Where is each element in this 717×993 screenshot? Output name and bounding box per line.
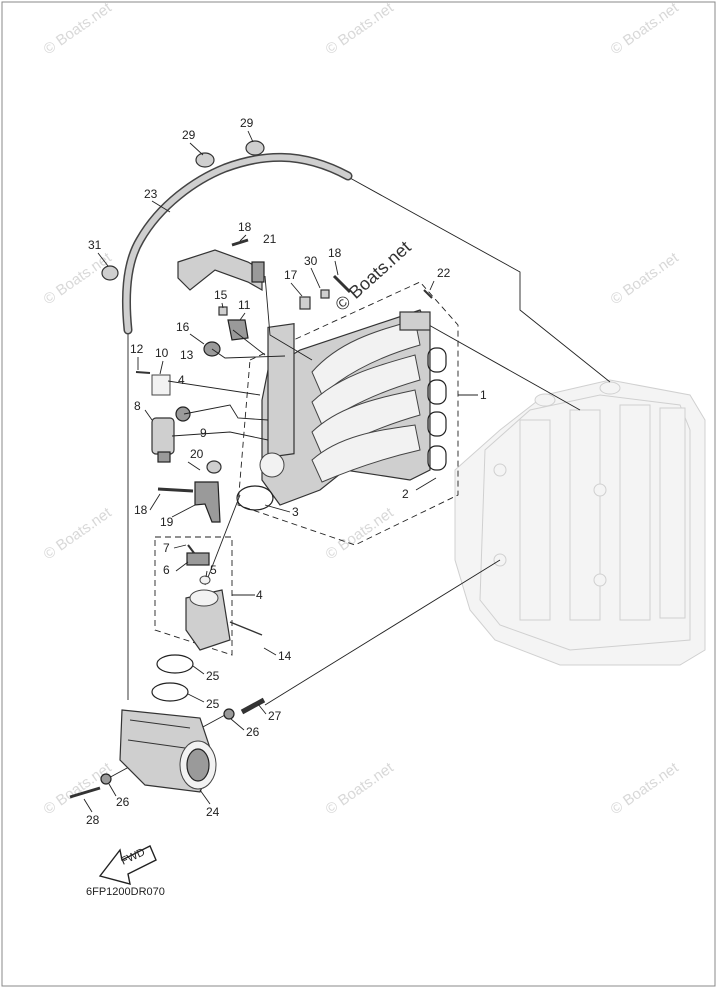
leader-hose-engine <box>349 177 611 383</box>
o-ring <box>156 654 194 674</box>
callout-label: 24 <box>206 805 220 819</box>
engine-block-ghost <box>454 379 706 666</box>
fitting <box>218 289 433 316</box>
callouts: 1 2 3 4 4 5 6 7 8 9 10 11 12 13 14 15 16… <box>86 116 487 827</box>
hose-clamp <box>101 140 265 281</box>
callout-label: 12 <box>130 342 144 356</box>
watermark: © Boats.net <box>323 0 398 58</box>
callout-label: 21 <box>263 232 277 246</box>
callout-label: 28 <box>86 813 100 827</box>
callout-label: 15 <box>214 288 228 302</box>
watermark: © Boats.net <box>608 759 683 818</box>
callout-label: 3 <box>292 505 299 519</box>
intake-manifold-group-box <box>237 281 459 546</box>
sensor-holder <box>194 481 221 523</box>
o-ring <box>151 682 189 702</box>
bracket <box>177 249 265 292</box>
callout-label: 4 <box>256 588 263 602</box>
hose-highlight <box>123 154 351 333</box>
grommet <box>175 406 191 422</box>
callout-label: 14 <box>278 649 292 663</box>
leader-27-engine <box>264 559 501 706</box>
callout-label: 18 <box>134 503 148 517</box>
watermark: © Boats.net <box>608 0 683 58</box>
callout-label: 10 <box>155 346 169 360</box>
callout-label: 13 <box>180 348 194 362</box>
idle-speed-control <box>151 417 175 463</box>
callout-label: 29 <box>182 128 196 142</box>
callout-label: 1 <box>480 388 487 402</box>
callout-label: 22 <box>437 266 451 280</box>
cap <box>206 460 222 474</box>
bolt <box>157 238 352 493</box>
callout-label: 18 <box>238 220 252 234</box>
callout-label: 17 <box>284 268 298 282</box>
gasket <box>236 485 274 511</box>
callout-label: 31 <box>88 238 102 252</box>
callout-label: 30 <box>304 254 318 268</box>
callout-label: 23 <box>144 187 158 201</box>
throttle-body <box>185 589 263 651</box>
callout-label: 26 <box>246 725 260 739</box>
callout-label: 7 <box>163 541 170 555</box>
callout-label: 8 <box>134 399 141 413</box>
callout-label: 6 <box>163 563 170 577</box>
callout-label: 25 <box>206 669 220 683</box>
callout-label: 5 <box>210 563 217 577</box>
collar <box>135 371 171 396</box>
bolt <box>69 786 101 799</box>
fwd-arrow: FWD <box>98 845 157 885</box>
diagram-code: 6FP1200DR070 <box>86 886 165 898</box>
callout-label: 25 <box>206 697 220 711</box>
leader-manifold-engine <box>419 319 581 411</box>
sensor-bracket <box>227 319 249 341</box>
callout-label: 18 <box>328 246 342 260</box>
watermark: © Boats.net <box>41 504 116 563</box>
callout-label: 19 <box>160 515 174 529</box>
throttle-body-group-box <box>154 536 233 656</box>
leader-3-gasket <box>204 494 241 586</box>
callout-label: 29 <box>240 116 254 130</box>
callout-label: 27 <box>268 709 282 723</box>
callout-label: 11 <box>238 298 251 312</box>
callout-ticks <box>83 130 435 813</box>
stud-bolt <box>240 697 266 715</box>
watermark: © Boats.net <box>608 249 683 308</box>
callout-label: 20 <box>190 447 204 461</box>
callout-label: 2 <box>402 487 409 501</box>
callout-label: 9 <box>200 426 207 440</box>
callout-label: 26 <box>116 795 130 809</box>
watermark: © Boats.net <box>323 759 398 818</box>
callout-label: 16 <box>176 320 190 334</box>
washer <box>100 773 112 785</box>
callout-label: 4 <box>178 373 185 387</box>
intake-manifold <box>259 309 431 506</box>
manifold-gasket <box>427 347 447 471</box>
watermark: © Boats.net <box>41 759 116 818</box>
nut <box>223 708 235 720</box>
watermark: © Boats.net <box>323 504 398 563</box>
throttle-sensor <box>186 544 211 585</box>
watermark: © Boats.net <box>41 0 116 58</box>
intake-silencer <box>119 709 217 793</box>
callout-leaders <box>167 275 478 596</box>
